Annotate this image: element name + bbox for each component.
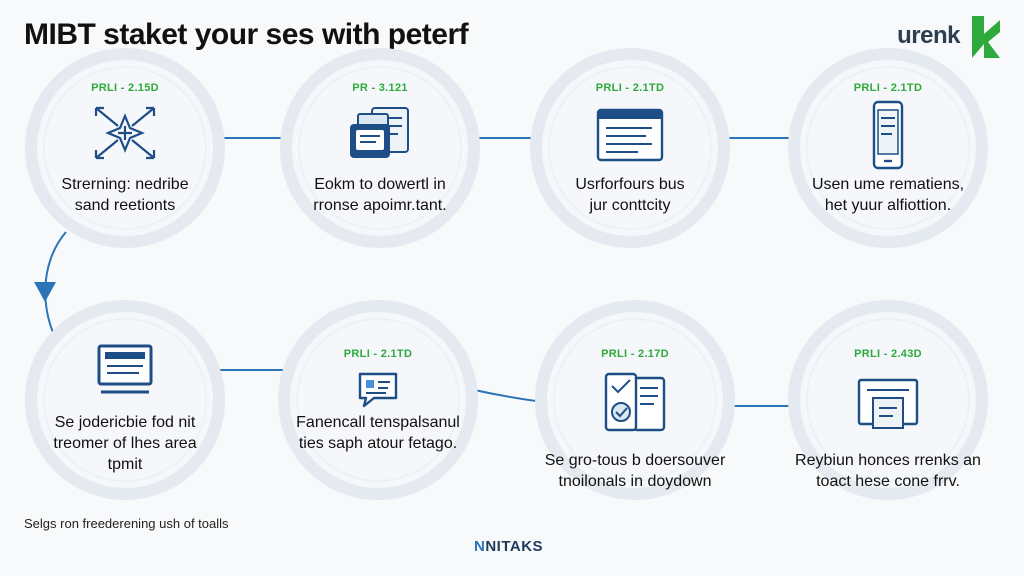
step-4-tag: PRLI - 2.1TD bbox=[853, 82, 923, 94]
footer-brand: NNITAKS bbox=[474, 538, 543, 555]
step-3-caption: Usrforfours bus jur conttcity bbox=[522, 174, 738, 216]
step-2-tag: PR - 3.121 bbox=[352, 82, 408, 94]
caption-line: treomer of lhes area bbox=[53, 435, 197, 452]
caption-line: toact hese cone frrv. bbox=[816, 473, 960, 490]
logo-wordmark: urenk bbox=[897, 22, 960, 49]
step-8-node: PRLI - 2.43D Reybiun honces rrenks an to… bbox=[788, 300, 988, 500]
step-4-caption: Usen ume rematiens, het yuur alfiottion. bbox=[780, 174, 996, 216]
step-8-caption: Reybiun honces rrenks an toact hese cone… bbox=[780, 450, 996, 492]
brand-name: NITAKS bbox=[485, 538, 544, 555]
chat-bubble-icon bbox=[358, 372, 398, 408]
step-3-tag: PRLI - 2.1TD bbox=[595, 82, 665, 94]
document-frame-icon bbox=[857, 378, 919, 429]
network-icon bbox=[94, 106, 156, 160]
step-6-caption: Fanencall tenspalsanul ties saph atour f… bbox=[270, 412, 486, 454]
caption-line: Se gro-tous b doersouver bbox=[544, 452, 726, 469]
step-1-tag: PRLI - 2.15D bbox=[91, 82, 159, 94]
step-1-caption: Strerning: nedribe sand reetionts bbox=[17, 174, 233, 216]
step-1-node: PRLI - 2.15D Strerning: nedribe sand ree… bbox=[25, 48, 225, 248]
brand-mark: N bbox=[474, 538, 486, 555]
step-2-caption: Eokm to dowertl in rronse apoimr.tant. bbox=[272, 174, 488, 216]
page-title: MIBT staket your ses with peterf bbox=[24, 18, 469, 51]
caption-line: Reybiun honces rrenks an bbox=[795, 452, 981, 469]
brand-logo: urenk bbox=[862, 14, 1012, 62]
caption-line: jur conttcity bbox=[589, 197, 671, 214]
step-4-node: PRLI - 2.1TD Usen ume rematiens, het yuu… bbox=[788, 48, 988, 248]
step-5-caption: Se jodericbie fod nit treomer of lhes ar… bbox=[17, 412, 233, 475]
caption-line: Strerning: nedribe bbox=[61, 176, 189, 193]
logo-mark-icon bbox=[972, 16, 1000, 58]
caption-line: Se jodericbie fod nit bbox=[54, 414, 196, 431]
monitor-icon bbox=[97, 344, 153, 394]
step-7-tag: PRLI - 2.17D bbox=[601, 348, 669, 360]
step-3-node: PRLI - 2.1TD Usrforfours bus jur conttci… bbox=[530, 48, 730, 248]
caption-line: tpmit bbox=[107, 456, 143, 473]
caption-line: rronse apoimr.tant. bbox=[313, 197, 447, 214]
step-6-node: PRLI - 2.1TD Fanencall tenspalsanul ties… bbox=[278, 300, 478, 500]
documents-icon bbox=[350, 107, 409, 158]
caption-line: Eokm to dowertl in bbox=[314, 176, 446, 193]
step-5-node: Se jodericbie fod nit treomer of lhes ar… bbox=[25, 300, 225, 500]
caption-line: ties saph atour fetago. bbox=[298, 435, 458, 452]
mobile-phone-icon bbox=[872, 100, 904, 170]
caption-line: sand reetionts bbox=[74, 197, 176, 214]
step-6-tag: PRLI - 2.1TD bbox=[343, 348, 413, 360]
caption-line: Fanencall tenspalsanul bbox=[296, 414, 460, 431]
step-8-tag: PRLI - 2.43D bbox=[854, 348, 922, 360]
caption-line: tnoilonals in doydown bbox=[558, 473, 712, 490]
caption-line: het yuur alfiottion. bbox=[824, 197, 952, 214]
caption-line: Usrforfours bus bbox=[575, 176, 685, 193]
browser-window-icon bbox=[596, 108, 664, 162]
caption-line: Usen ume rematiens, bbox=[811, 176, 965, 193]
step-2-node: PR - 3.121 Eokm to dowertl in rronse apo… bbox=[280, 48, 480, 248]
devices-icon bbox=[604, 372, 666, 432]
footnote: Selgs ron freederening ush of toalls bbox=[24, 516, 229, 531]
step-7-node: PRLI - 2.17D Se gro-tous b doersouver tn… bbox=[535, 300, 735, 500]
step-7-caption: Se gro-tous b doersouver tnoilonals in d… bbox=[527, 450, 743, 492]
